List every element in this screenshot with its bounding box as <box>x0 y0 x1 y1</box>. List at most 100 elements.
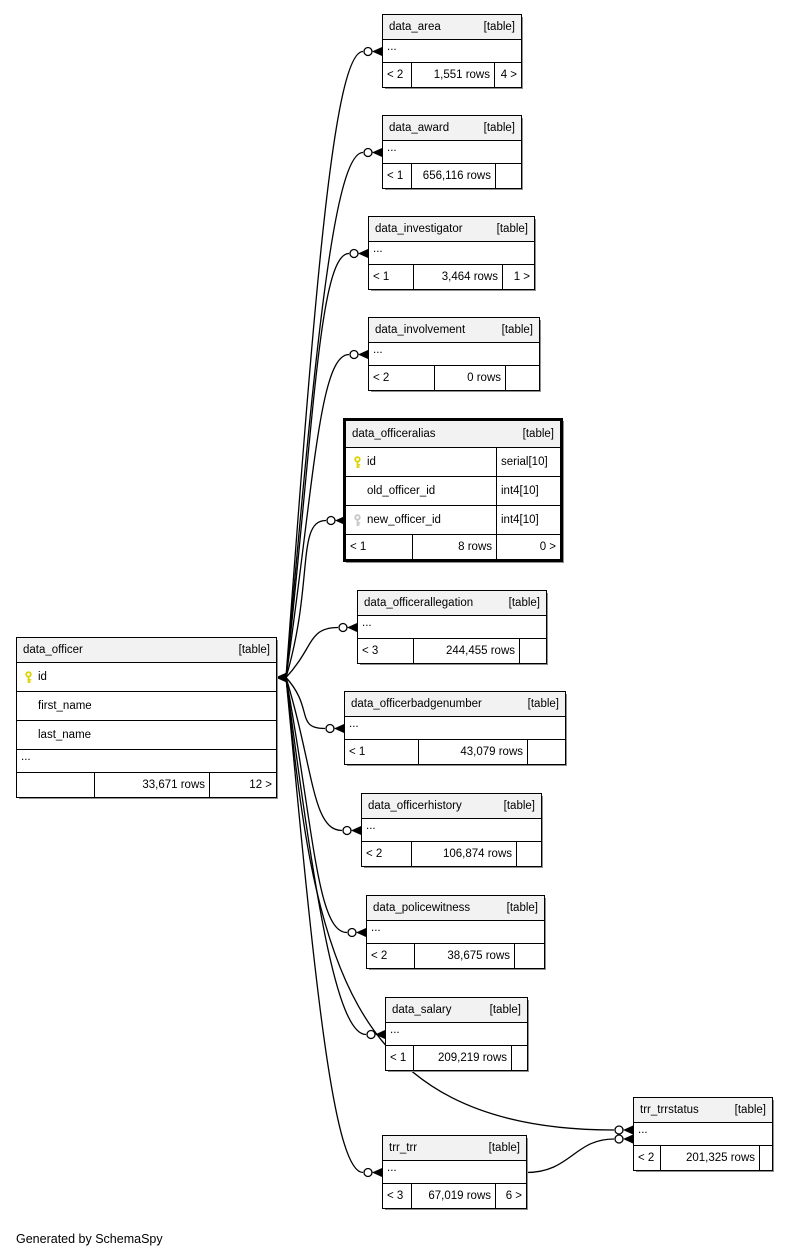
row-count: 1,551 rows <box>411 63 494 87</box>
table-stats: < 1 656,116 rows <box>383 164 521 188</box>
relationship-edge <box>276 673 286 682</box>
table-stats: < 2 106,874 rows <box>362 842 541 866</box>
column-row-last-name: last_name <box>17 721 276 750</box>
table-node-data_policewitness[interactable]: data_policewitness [table] ... < 2 38,67… <box>366 895 545 969</box>
table-header: trr_trrstatus [table] <box>634 1098 772 1123</box>
table-title: data_policewitness <box>373 902 471 914</box>
table-title: data_officeralias <box>352 428 436 440</box>
table-node-data_officerhistory[interactable]: data_officerhistory [table] ... < 2 106,… <box>361 793 542 867</box>
table-node-data_award[interactable]: data_award [table] ... < 1 656,116 rows <box>382 115 522 189</box>
relationship-edge <box>285 626 339 678</box>
table-header: data_officerbadgenumber [table] <box>345 692 565 717</box>
child-count <box>505 366 539 390</box>
table-tag: [table] <box>501 324 533 336</box>
column-type: serial[10] <box>496 448 560 476</box>
column-name: id <box>367 456 376 468</box>
parent-count: < 2 <box>387 69 404 81</box>
table-node-data_investigator[interactable]: data_investigator [table] ... < 1 3,464 … <box>368 216 535 290</box>
table-tag: [table] <box>483 122 515 134</box>
columns-ellipsis: ... <box>369 242 534 265</box>
child-count: 4 > <box>494 63 521 87</box>
relationship-edge <box>351 826 361 835</box>
table-tag: [table] <box>488 1142 520 1154</box>
relationship-edge <box>285 677 343 832</box>
table-header: data_area [table] <box>383 15 521 40</box>
table-tag: [table] <box>522 428 554 440</box>
columns-ellipsis: ... <box>383 40 521 63</box>
relationship-edge <box>276 673 286 682</box>
columns-ellipsis: ... <box>383 1161 526 1184</box>
relationship-edge <box>276 673 286 682</box>
child-count: 0 > <box>496 535 560 559</box>
child-count <box>527 740 565 764</box>
row-count: 201,325 rows <box>660 1146 759 1170</box>
table-tag: [table] <box>238 644 270 656</box>
relationship-edge <box>623 1134 633 1144</box>
parent-count: < 2 <box>638 1152 655 1164</box>
relationship-edge <box>363 46 373 57</box>
table-stats: < 1 43,079 rows <box>345 740 565 764</box>
relationship-edge <box>358 350 368 359</box>
column-name: first_name <box>38 700 92 712</box>
column-name: old_officer_id <box>367 485 436 497</box>
foreign-key-icon <box>352 513 367 527</box>
parent-count: < 2 <box>371 950 388 962</box>
child-count: 6 > <box>495 1184 526 1208</box>
relationship-edge <box>285 677 326 730</box>
table-title: data_officerhistory <box>368 800 462 812</box>
primary-key-icon <box>352 455 367 469</box>
table-node-data_officerbadgenumber[interactable]: data_officerbadgenumber [table] ... < 1 … <box>344 691 566 765</box>
table-tag: [table] <box>506 902 538 914</box>
column-name: id <box>38 671 47 683</box>
table-stats: < 1 3,464 rows 1 > <box>369 265 534 289</box>
table-node-data_officer[interactable]: data_officer [table] id first_name last_… <box>16 637 277 798</box>
relationship-edge <box>366 1029 376 1040</box>
table-node-data_officeralias[interactable]: data_officeralias [table] id serial[10] … <box>343 418 563 562</box>
table-stats: < 2 38,675 rows <box>367 944 544 968</box>
columns-ellipsis: ... <box>369 343 539 366</box>
relationship-edge <box>276 673 286 682</box>
table-tag: [table] <box>734 1104 766 1116</box>
parent-count: < 3 <box>387 1190 404 1202</box>
parent-count: < 1 <box>387 170 404 182</box>
relationship-edge <box>276 673 286 682</box>
table-node-data_salary[interactable]: data_salary [table] ... < 1 209,219 rows <box>385 997 528 1071</box>
table-header: data_officerhistory [table] <box>362 794 541 819</box>
table-node-trr_trr[interactable]: trr_trr [table] ... < 3 67,019 rows 6 > <box>382 1135 527 1209</box>
row-count: 656,116 rows <box>411 164 495 188</box>
table-title: data_officerallegation <box>364 597 474 609</box>
table-node-trr_trrstatus[interactable]: trr_trrstatus [table] ... < 2 201,325 ro… <box>633 1097 773 1171</box>
relationship-edge <box>525 1138 615 1174</box>
table-header: data_involvement [table] <box>369 318 539 343</box>
relationship-edge <box>325 723 335 734</box>
table-title: trr_trrstatus <box>640 1104 699 1116</box>
table-node-data_involvement[interactable]: data_involvement [table] ... < 2 0 rows <box>368 317 540 391</box>
table-tag: [table] <box>503 800 535 812</box>
table-node-data_area[interactable]: data_area [table] ... < 2 1,551 rows 4 > <box>382 14 522 88</box>
relationship-edge <box>614 1125 624 1135</box>
column-name: last_name <box>38 729 92 741</box>
column-row-new-officer-id: new_officer_id int4[10] <box>346 506 560 535</box>
table-stats: < 3 67,019 rows 6 > <box>383 1184 526 1208</box>
table-tag: [table] <box>496 223 528 235</box>
primary-key-icon <box>23 670 38 684</box>
row-count: 67,019 rows <box>411 1184 495 1208</box>
row-count: 38,675 rows <box>414 944 514 968</box>
child-count <box>495 164 521 188</box>
row-count: 3,464 rows <box>413 265 502 289</box>
table-tag: [table] <box>527 698 559 710</box>
table-title: data_investigator <box>375 223 463 235</box>
relationship-edge <box>276 673 286 682</box>
table-stats: < 2 201,325 rows <box>634 1146 772 1170</box>
columns-ellipsis: ... <box>358 616 546 639</box>
parent-count: < 3 <box>362 645 379 657</box>
relationship-edge <box>623 1125 633 1135</box>
relationship-edge <box>363 147 373 158</box>
child-count: 1 > <box>502 265 534 289</box>
table-node-data_officerallegation[interactable]: data_officerallegation [table] ... < 3 2… <box>357 590 547 664</box>
table-title: data_salary <box>392 1004 452 1016</box>
table-stats: < 2 1,551 rows 4 > <box>383 63 521 87</box>
column-name: new_officer_id <box>367 514 441 526</box>
table-header: data_investigator [table] <box>369 217 534 242</box>
table-stats: < 3 244,455 rows <box>358 639 546 663</box>
